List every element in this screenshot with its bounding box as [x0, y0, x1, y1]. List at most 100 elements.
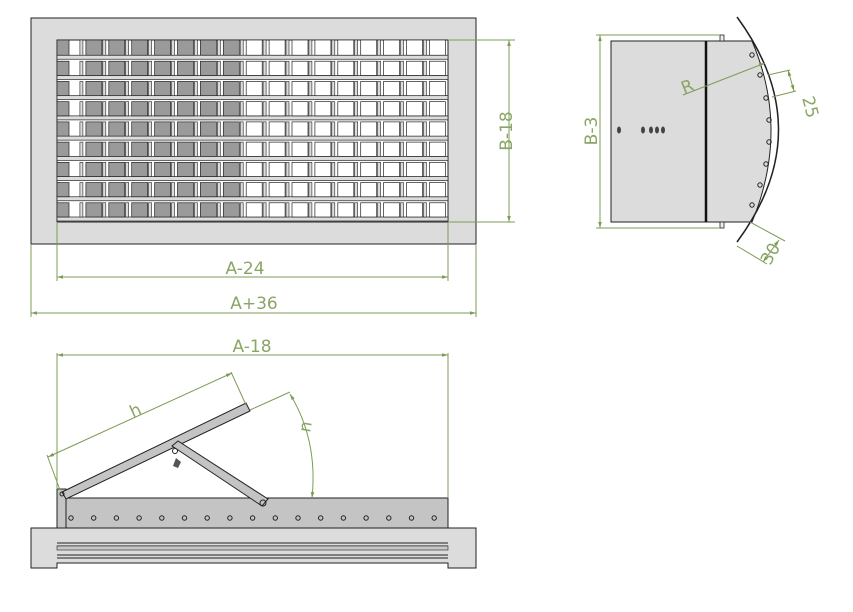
- grille-cell: [268, 60, 286, 76]
- grille-cell: [85, 121, 103, 137]
- dim-a-24: A-24: [225, 259, 264, 279]
- hole: [136, 515, 142, 521]
- grille-cell: [429, 121, 446, 137]
- dim-a-18: A-18: [232, 337, 271, 357]
- grille-cell: [108, 101, 126, 117]
- grille-cell: [245, 161, 263, 177]
- grille-cell: [268, 101, 286, 117]
- grille-cell: [429, 101, 446, 117]
- grille-cell: [337, 141, 355, 157]
- grille-cell: [337, 39, 355, 56]
- grille-cell: [85, 182, 103, 198]
- grille-cell: [360, 39, 378, 56]
- grille-cell: [360, 141, 378, 157]
- dim-b-3: B-3: [582, 117, 602, 146]
- grille-row: [56, 39, 449, 60]
- hole: [766, 139, 772, 145]
- grille-cell: [85, 202, 103, 218]
- grille-cell: [383, 182, 400, 198]
- grille-cell: [314, 182, 332, 198]
- grille-cell: [131, 182, 149, 198]
- grille-cell: [200, 39, 217, 56]
- grille-cell: [383, 141, 400, 157]
- grille-cell: [337, 60, 355, 76]
- rivets: [617, 126, 665, 134]
- grille-cell: [291, 101, 309, 117]
- grille-cell: [429, 81, 446, 97]
- grille-cell: [383, 202, 400, 218]
- grille-cell: [56, 121, 70, 137]
- grille-row: [56, 81, 449, 101]
- grille-cell: [245, 60, 263, 76]
- grille-cell: [85, 60, 103, 76]
- grille-cell: [268, 161, 286, 177]
- grille-cell: [291, 182, 309, 198]
- grille-cell: [314, 202, 332, 218]
- grille-cell: [360, 182, 378, 198]
- grille-cell: [222, 202, 240, 218]
- grille-cell: [360, 81, 378, 97]
- grille-cell: [177, 202, 194, 218]
- hole: [272, 515, 278, 521]
- grille-cell: [406, 141, 423, 157]
- grille-cell: [85, 141, 103, 157]
- front-view: B-18 A-24 A+36: [30, 17, 517, 317]
- grille-cell: [200, 121, 217, 137]
- grille-cell: [131, 39, 149, 56]
- hole: [159, 515, 165, 521]
- grille-cell: [291, 141, 309, 157]
- grille-cell: [200, 202, 217, 218]
- dim-25: 25: [797, 94, 822, 120]
- grille-cell: [429, 60, 446, 76]
- hole: [386, 515, 392, 521]
- grille-cell: [406, 39, 423, 56]
- hole: [766, 117, 772, 123]
- grille-cell: [108, 141, 126, 157]
- grille-cell: [222, 182, 240, 198]
- grille-cell: [337, 182, 355, 198]
- grille-cell: [314, 81, 332, 97]
- grille-cell: [108, 182, 126, 198]
- wing-nut: [173, 458, 181, 468]
- grille-cell: [429, 202, 446, 218]
- grille-row: [56, 60, 449, 80]
- grille-row: [56, 101, 449, 121]
- hole: [363, 515, 369, 521]
- grille-cell: [131, 101, 149, 117]
- grille-cell: [56, 202, 70, 218]
- grille-cell: [429, 161, 446, 177]
- grille-cell: [245, 101, 263, 117]
- dim-30: 30: [757, 240, 785, 269]
- grille-cell: [154, 202, 171, 218]
- hole: [431, 515, 437, 521]
- grille-cell: [268, 141, 286, 157]
- grille-cell: [154, 39, 171, 56]
- grille-cell: [56, 101, 70, 117]
- grille-cell: [360, 202, 378, 218]
- bottom-view: A-18 h n: [30, 337, 477, 569]
- grille-cell: [154, 182, 171, 198]
- grille-cell: [85, 161, 103, 177]
- grille-cell: [245, 121, 263, 137]
- grille-cell: [154, 60, 171, 76]
- grille-cell: [245, 182, 263, 198]
- grille-cell: [291, 121, 309, 137]
- grille-cell: [383, 101, 400, 117]
- grille-cell: [406, 161, 423, 177]
- grille-cell: [222, 60, 240, 76]
- grille-row: [56, 121, 449, 141]
- grille-cell: [360, 60, 378, 76]
- grille-cell: [56, 60, 70, 76]
- grille-cell: [291, 39, 309, 56]
- dim-a-plus-36: A+36: [230, 294, 278, 314]
- grille-cell: [406, 121, 423, 137]
- grille-cell: [337, 161, 355, 177]
- hole: [204, 515, 210, 521]
- grille-cell: [268, 81, 286, 97]
- grille-row: [56, 182, 449, 202]
- hole: [227, 515, 233, 521]
- grille-cell: [222, 39, 240, 56]
- grille-cell: [200, 161, 217, 177]
- grille-cell: [85, 101, 103, 117]
- grille-cell: [222, 81, 240, 97]
